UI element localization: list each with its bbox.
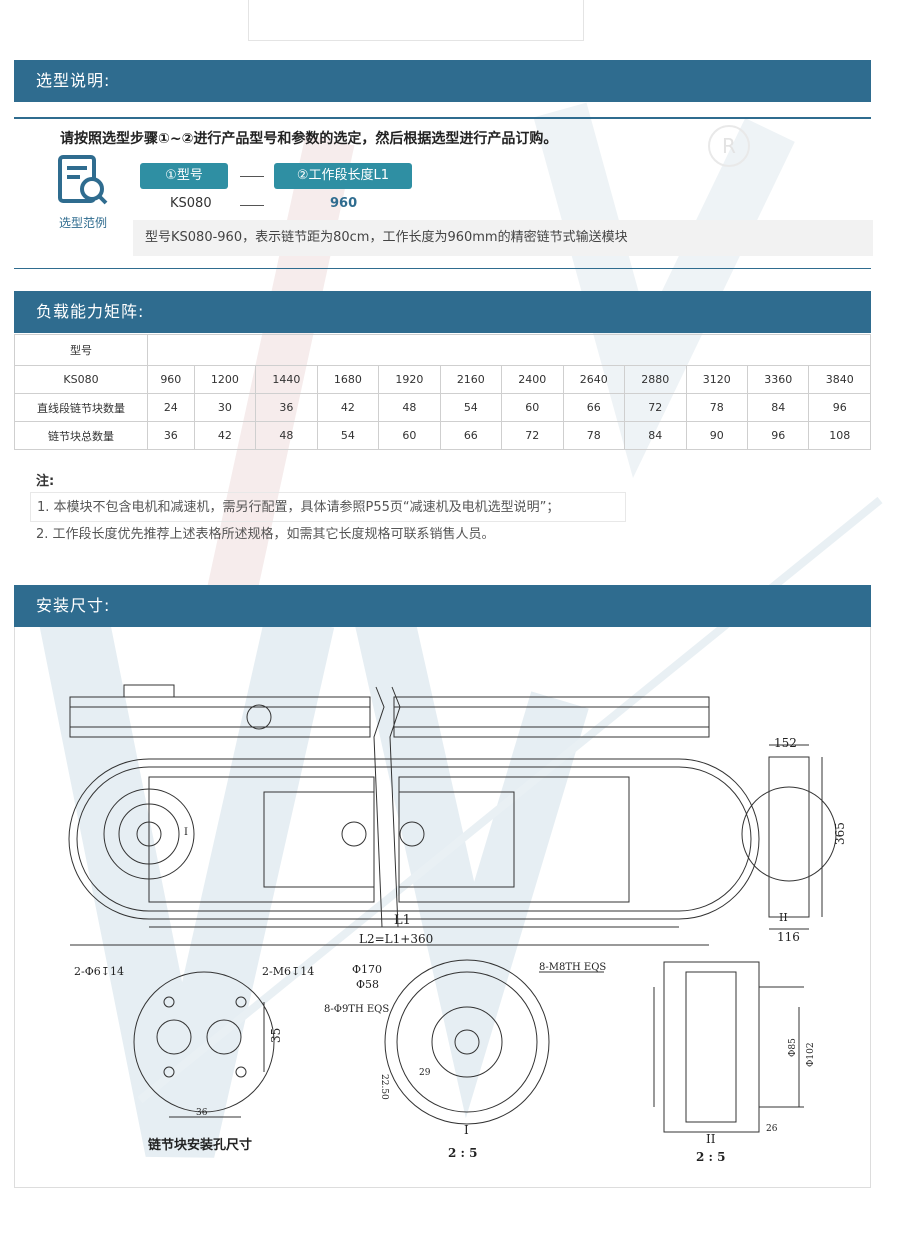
note-item: 1. 本模块不包含电机和减速机，需另行配置，具体请参照P55页“减速机及电机选型… (30, 492, 626, 522)
length-cell: 2880 (624, 365, 687, 394)
dim-26: 26 (766, 1124, 778, 1134)
dim-29: 29 (419, 1068, 431, 1078)
dim-L2: L2=L1+360 (359, 932, 433, 946)
header-label-cell: 型号 (14, 334, 148, 366)
label-I-pulley: I (184, 827, 188, 838)
length-cell: 960 (147, 365, 195, 394)
table-row: KS080 960 1200 1440 1680 1920 2160 2400 … (14, 365, 871, 394)
divider (14, 117, 871, 119)
installation-drawing: 152 365 II 116 I L1 L2=L1+360 2-Φ6↧14 2-… (68, 684, 847, 1164)
section-title-install: 安装尺寸: (14, 585, 871, 627)
side-view-right (393, 696, 710, 738)
blank-cell (147, 334, 871, 366)
load-matrix-table: 型号 KS080 960 1200 1440 1680 1920 2160 24… (14, 334, 871, 450)
dim-d58: Φ58 (356, 978, 379, 991)
total-cell: 54 (316, 421, 380, 450)
end-view (768, 756, 810, 918)
straight-cell: 84 (746, 393, 810, 422)
top-frame (248, 0, 584, 41)
example-model-value: KS080 (170, 196, 212, 211)
dim-d170: Φ170 (352, 963, 382, 976)
table-row: 链节块总数量 36 42 48 54 60 66 72 78 84 90 96 … (14, 421, 871, 450)
hole-spec-left: 2-Φ6↧14 (74, 965, 124, 978)
total-cell: 90 (685, 421, 749, 450)
dim-22-50: 22.50 (379, 1074, 389, 1100)
straight-cell: 72 (624, 393, 687, 422)
scale-I: 2 : 5 (448, 1146, 477, 1160)
total-cell: 66 (439, 421, 503, 450)
total-cell: 78 (562, 421, 626, 450)
total-cell: 36 (147, 421, 195, 450)
total-cell: 42 (193, 421, 257, 450)
section-title-selection: 选型说明: (14, 60, 871, 102)
total-cell: 108 (808, 421, 871, 450)
note-item: 2. 工作段长度优先推荐上述表格所述规格，如需其它长度规格可联系销售人员。 (36, 527, 495, 542)
chain-loop (68, 758, 760, 920)
detail-II-view (663, 961, 760, 1133)
dim-36: 36 (196, 1108, 208, 1118)
straight-cell: 60 (501, 393, 564, 422)
length-cell: 1200 (193, 365, 257, 394)
dash (240, 205, 264, 206)
straight-cell: 54 (439, 393, 503, 422)
svg-text:R: R (722, 134, 736, 158)
dim-365: 365 (833, 822, 847, 845)
length-cell: 2160 (439, 365, 503, 394)
straight-cell: 48 (378, 393, 441, 422)
length-cell: 1680 (316, 365, 380, 394)
notes-title: 注: (36, 474, 55, 489)
total-cell: 96 (746, 421, 810, 450)
straight-label-cell: 直线段链节块数量 (14, 393, 148, 422)
total-label-cell: 链节块总数量 (14, 421, 148, 450)
example-description: 型号KS080-960，表示链节距为80cm，工作长度为960mm的精密链节式输… (133, 220, 873, 256)
dim-152: 152 (774, 736, 797, 750)
example-length-value: 960 (330, 196, 358, 211)
straight-cell: 30 (193, 393, 257, 422)
length-cell: 2400 (501, 365, 564, 394)
straight-cell: 96 (808, 393, 871, 422)
document-search-icon (58, 155, 108, 205)
total-cell: 60 (378, 421, 441, 450)
table-row: 直线段链节块数量 24 30 36 42 48 54 60 66 72 78 8… (14, 393, 871, 422)
holes-m8: 8-M8TH EQS (539, 962, 606, 973)
step-model-pill: ①型号 (140, 163, 228, 189)
length-cell: 2640 (562, 365, 626, 394)
length-cell: 3360 (746, 365, 810, 394)
straight-cell: 24 (147, 393, 195, 422)
step-length-pill: ②工作段长度L1 (274, 163, 412, 189)
straight-cell: 42 (316, 393, 380, 422)
label-II-side: II (779, 911, 788, 924)
dim-L1: L1 (394, 913, 411, 928)
straight-cell: 36 (255, 393, 318, 422)
hole-spec-right: 2-M6↧14 (262, 965, 314, 978)
dim-35: 35 (269, 1028, 283, 1043)
link-block-view (133, 971, 275, 1113)
model-cell: KS080 (14, 365, 148, 394)
section-title-load: 负载能力矩阵: (14, 291, 871, 333)
detail-I-view (384, 959, 550, 1125)
dim-d102: Φ102 (806, 1042, 816, 1067)
length-cell: 1920 (378, 365, 441, 394)
total-cell: 72 (501, 421, 564, 450)
total-cell: 84 (624, 421, 687, 450)
label-II: II (706, 1132, 716, 1146)
dim-d85: Φ85 (788, 1038, 798, 1057)
label-I: I (464, 1123, 469, 1137)
scale-II: 2 : 5 (696, 1150, 725, 1164)
divider (14, 268, 871, 269)
table-row: 型号 (14, 334, 871, 366)
example-label: 选型范例 (59, 216, 108, 230)
length-cell: 1440 (255, 365, 318, 394)
length-cell: 3840 (808, 365, 871, 394)
dim-116: 116 (777, 930, 800, 944)
link-block-caption: 链节块安装孔尺寸 (147, 1137, 252, 1153)
straight-cell: 66 (562, 393, 626, 422)
side-view-left (69, 696, 371, 738)
length-cell: 3120 (685, 365, 749, 394)
straight-cell: 78 (685, 393, 749, 422)
dash (240, 176, 264, 177)
total-cell: 48 (255, 421, 318, 450)
holes-9th: 8-Φ9TH EQS (324, 1004, 389, 1015)
selection-headline: 请按照选型步骤①~②进行产品型号和参数的选定，然后根据选型进行产品订购。 (60, 131, 558, 147)
